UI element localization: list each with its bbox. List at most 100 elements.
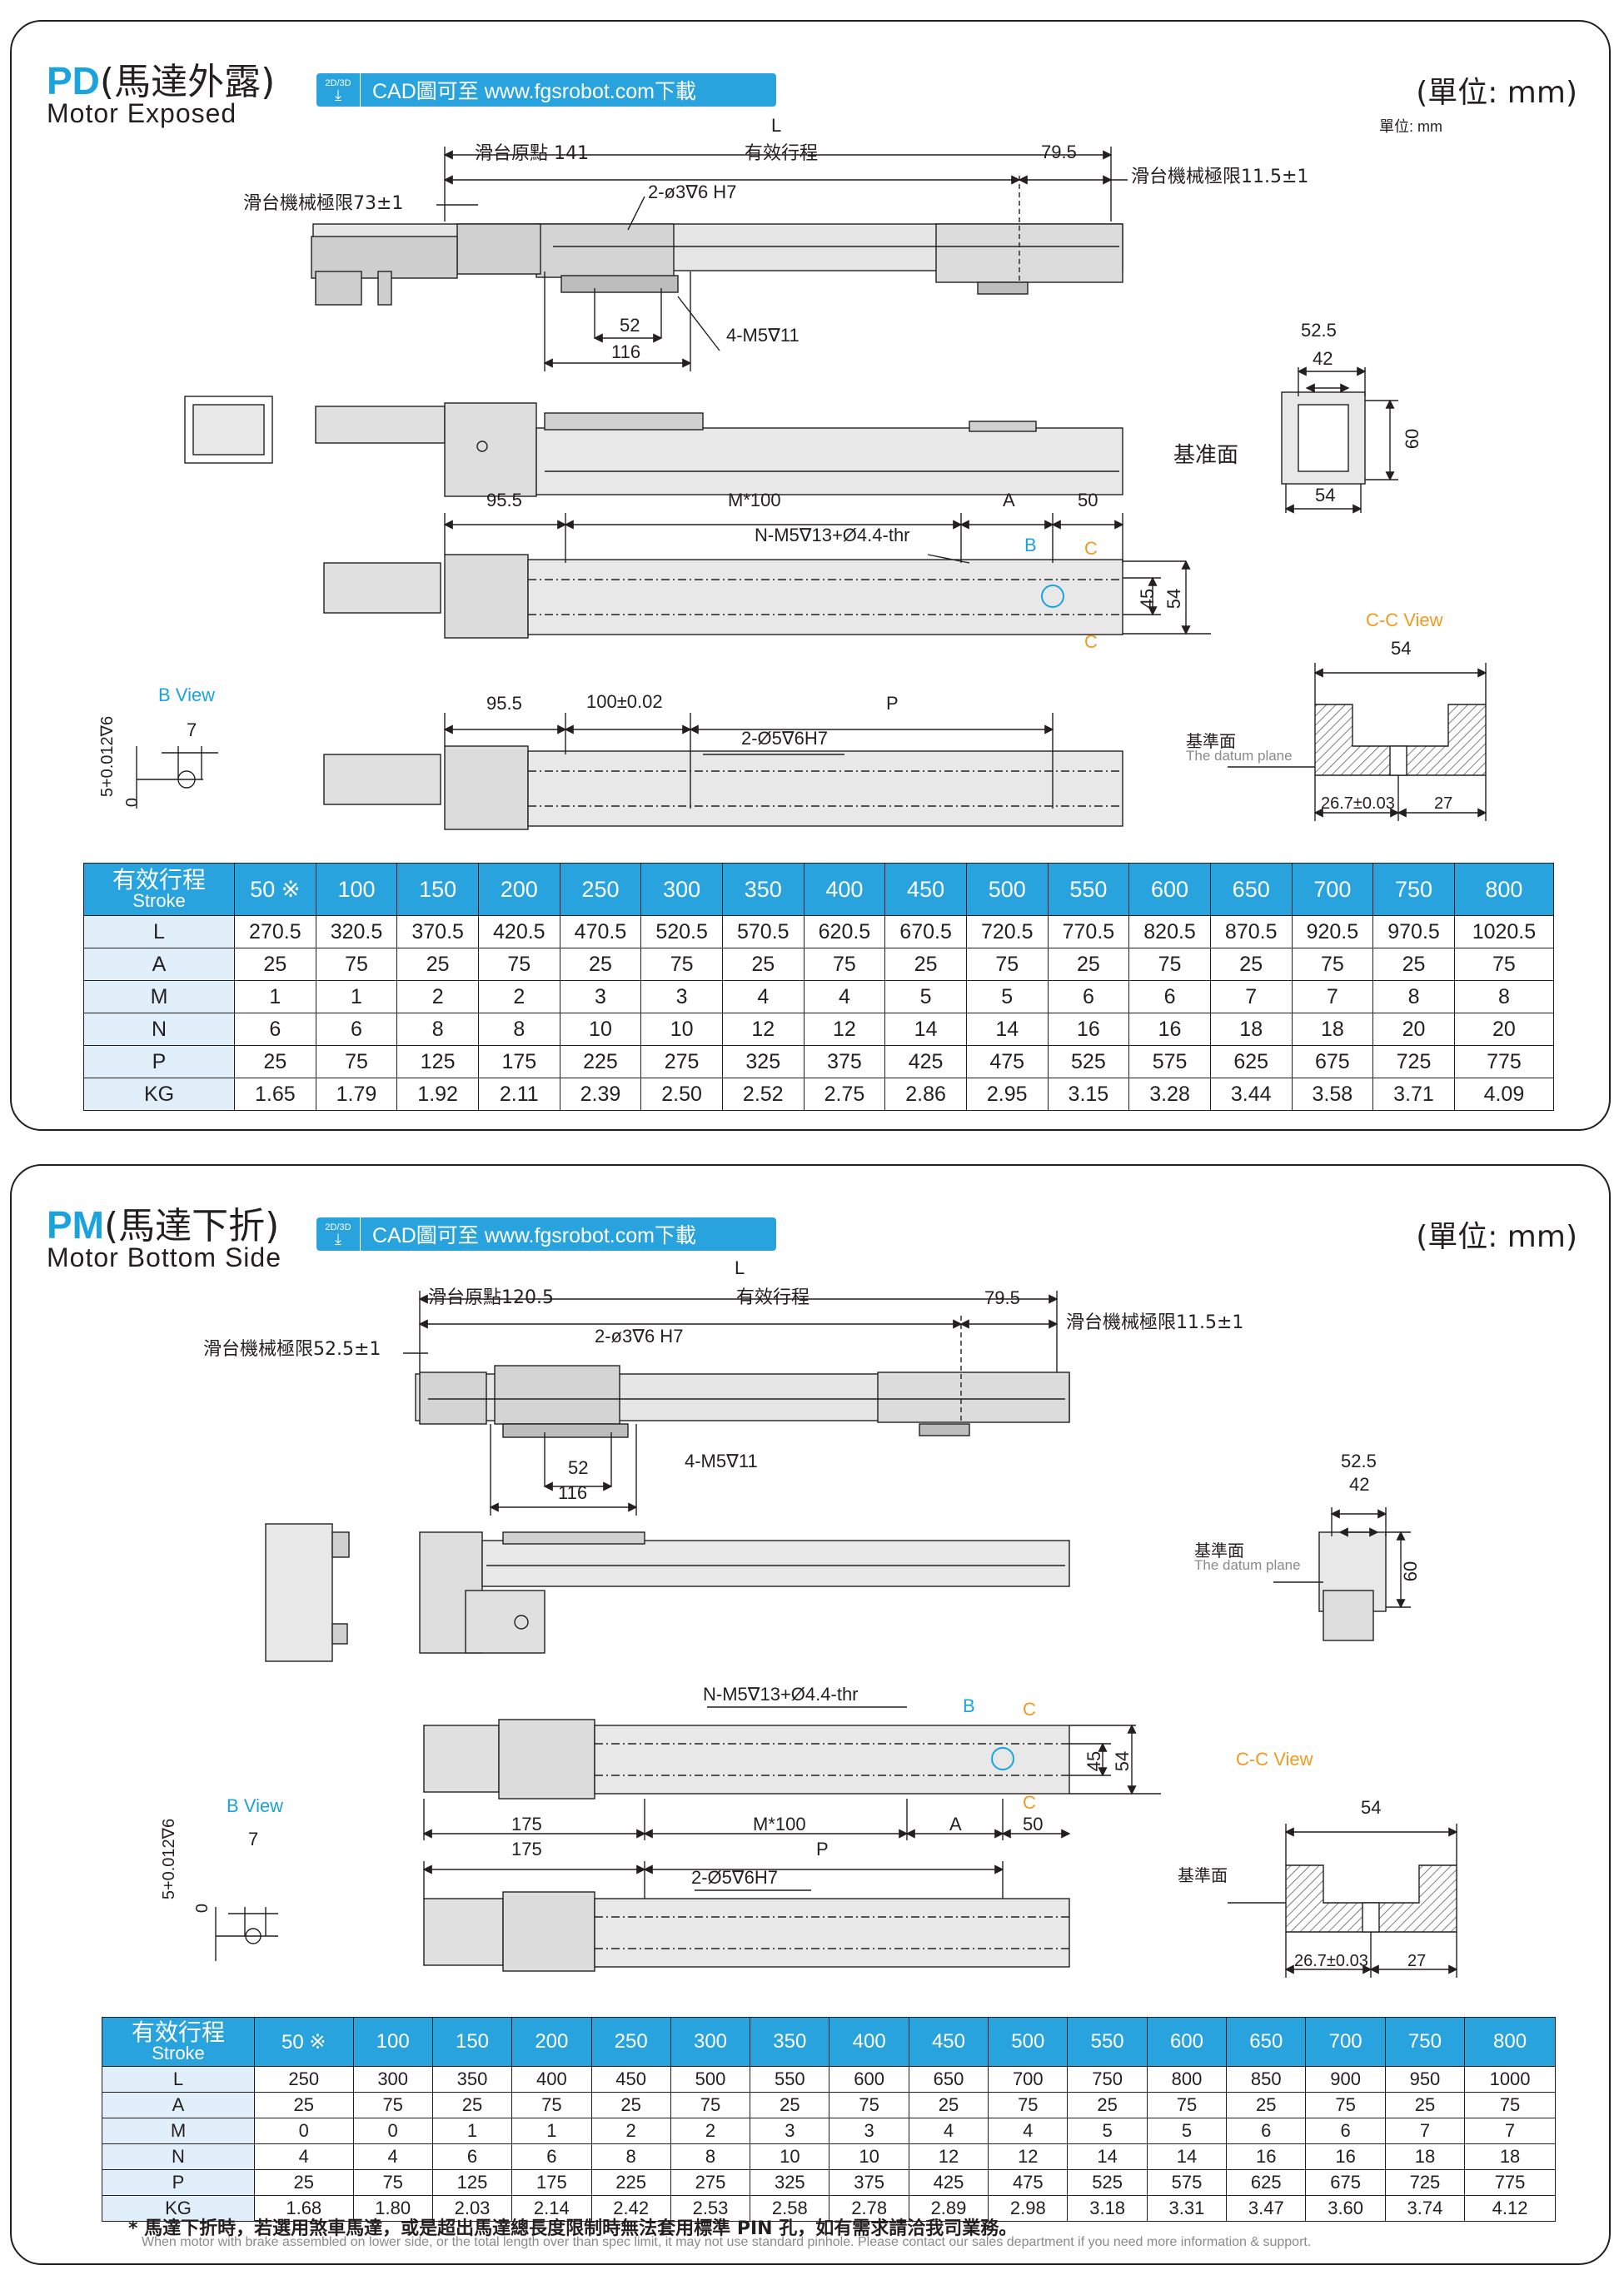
table-cell: 3.74 — [1384, 2195, 1466, 2222]
table-cell: 3.18 — [1067, 2195, 1148, 2222]
pm-pin-view — [422, 1861, 1070, 1972]
table-cell: 25 — [254, 2169, 354, 2196]
pm-drawings — [215, 1291, 1458, 1978]
pd-dim-100: 100±0.02 — [586, 691, 663, 712]
table-cell: 4 — [988, 2118, 1069, 2144]
pm-tolerance: 5+0.012∇6 — [160, 1818, 179, 1900]
stroke-header-zh: 有效行程 — [131, 2019, 225, 2046]
pd-cad-download-badge[interactable]: 2D/3D⤓ CAD圖可至 www.fgsrobot.com下載 — [316, 73, 776, 107]
stroke-column-header: 300 — [670, 2017, 751, 2067]
table-cell: 18 — [1384, 2143, 1466, 2170]
table-cell: 0 — [254, 2118, 354, 2144]
pm-title-zh: (馬達下折) — [104, 1205, 280, 1247]
pm-unit: (單位: mm) — [1416, 1220, 1577, 1254]
pd-dim-95-5-a: 95.5 — [486, 490, 522, 510]
table-cell: 5 — [965, 980, 1049, 1013]
pm-m5-thread: 4-M5∇11 — [685, 1451, 758, 1471]
table-cell: 16 — [1047, 1013, 1130, 1046]
pm-cc-view-label: C-C View — [1236, 1749, 1313, 1770]
table-cell: 25 — [1067, 2092, 1148, 2118]
table-cell: 4 — [352, 2143, 433, 2170]
table-cell: 3 — [640, 980, 723, 1013]
pd-b-view-label: B View — [158, 684, 216, 705]
table-cell: 1 — [431, 2118, 513, 2144]
table-cell: 375 — [803, 1045, 886, 1078]
table-cell: 12 — [721, 1013, 805, 1046]
pm-dim-54-c: 54 — [1361, 1797, 1382, 1818]
table-cell: 25 — [884, 948, 967, 981]
pm-note-en: When motor with brake assembled on lower… — [142, 2235, 1312, 2249]
table-cell: 3 — [559, 980, 642, 1013]
table-cell: 270.5 — [234, 915, 316, 948]
table-cell: 75 — [1291, 948, 1374, 981]
table-cell: 625 — [1226, 2169, 1307, 2196]
table-cell: 350 — [431, 2066, 513, 2093]
table-cell: 75 — [988, 2092, 1069, 2118]
pd-dim-origin: 滑台原點 141 — [475, 143, 589, 164]
download-icon: 2D/3D⤓ — [316, 73, 361, 107]
table-cell: 1 — [234, 980, 316, 1013]
table-cell: 14 — [1146, 2143, 1228, 2170]
pm-code: PM — [47, 1203, 104, 1247]
table-cell: 7 — [1384, 2118, 1466, 2144]
pd-top-view — [311, 147, 1128, 371]
pd-datum-label: 基准面 — [1173, 443, 1239, 468]
pd-dim-P: P — [886, 693, 899, 714]
table-cell: 8 — [477, 1013, 560, 1046]
stroke-column-header: 200 — [477, 863, 560, 916]
table-cell: 950 — [1384, 2066, 1466, 2093]
table-cell: 4 — [721, 980, 805, 1013]
table-cell: 450 — [590, 2066, 671, 2093]
table-cell: 520.5 — [640, 915, 723, 948]
table-cell: 2 — [477, 980, 560, 1013]
table-cell: 1020.5 — [1453, 915, 1555, 948]
pm-dim-175-a: 175 — [511, 1814, 542, 1834]
stroke-column-header: 550 — [1047, 863, 1130, 916]
stroke-column-header: 350 — [721, 863, 805, 916]
table-cell: 1000 — [1464, 2066, 1556, 2093]
table-cell: 225 — [590, 2169, 671, 2196]
table-cell: 75 — [352, 2169, 433, 2196]
row-label-cell: M — [102, 2118, 255, 2144]
pm-title: PM(馬達下折) Motor Bottom Side — [47, 1196, 281, 1273]
table-cell: 2.42 — [590, 2195, 671, 2222]
table-cell: 3 — [750, 2118, 830, 2144]
pd-datum2-label: 基準面 — [1186, 731, 1236, 751]
table-cell: 2.78 — [829, 2195, 909, 2222]
pd-panel: PD(馬達外露) Motor Exposed 2D/3D⤓ CAD圖可至 www… — [10, 20, 1611, 1131]
table-cell: 400 — [511, 2066, 592, 2093]
table-cell: 75 — [315, 948, 398, 981]
pd-tolerance: 5+0.012∇6 — [98, 715, 117, 798]
pm-dim-stroke: 有效行程 — [736, 1287, 810, 1308]
table-cell: 800 — [1146, 2066, 1228, 2093]
pm-label-C-top: C — [1023, 1699, 1036, 1720]
table-cell: 25 — [1226, 2092, 1307, 2118]
table-cell: 525 — [1047, 1045, 1130, 1078]
pd-bottom-view — [323, 513, 1211, 639]
pd-dim-54-b: 54 — [1163, 588, 1185, 610]
stroke-column-header: 150 — [396, 863, 479, 916]
pm-dim-L: L — [735, 1257, 745, 1278]
table-cell: 5 — [1146, 2118, 1228, 2144]
table-cell: 3.44 — [1209, 1078, 1293, 1111]
pm-cad-download-badge[interactable]: 2D/3D⤓ CAD圖可至 www.fgsrobot.com下載 — [316, 1217, 776, 1251]
pd-hole-5: 2-Ø5∇6H7 — [741, 728, 828, 749]
table-cell: 470.5 — [559, 915, 642, 948]
pd-dim-52: 52 — [620, 315, 640, 336]
table-cell: 1.80 — [352, 2195, 433, 2222]
table-cell: 4 — [803, 980, 886, 1013]
table-cell: 2.53 — [670, 2195, 751, 2222]
table-cell: 1 — [315, 980, 398, 1013]
table-cell: 75 — [965, 948, 1049, 981]
table-cell: 620.5 — [803, 915, 886, 948]
pm-dim-26-7: 26.7±0.03 — [1294, 1952, 1368, 1970]
stroke-column-header: 700 — [1305, 2017, 1386, 2067]
table-cell: 6 — [1128, 980, 1211, 1013]
stroke-column-header: 150 — [431, 2017, 513, 2067]
table-cell: 25 — [559, 948, 642, 981]
